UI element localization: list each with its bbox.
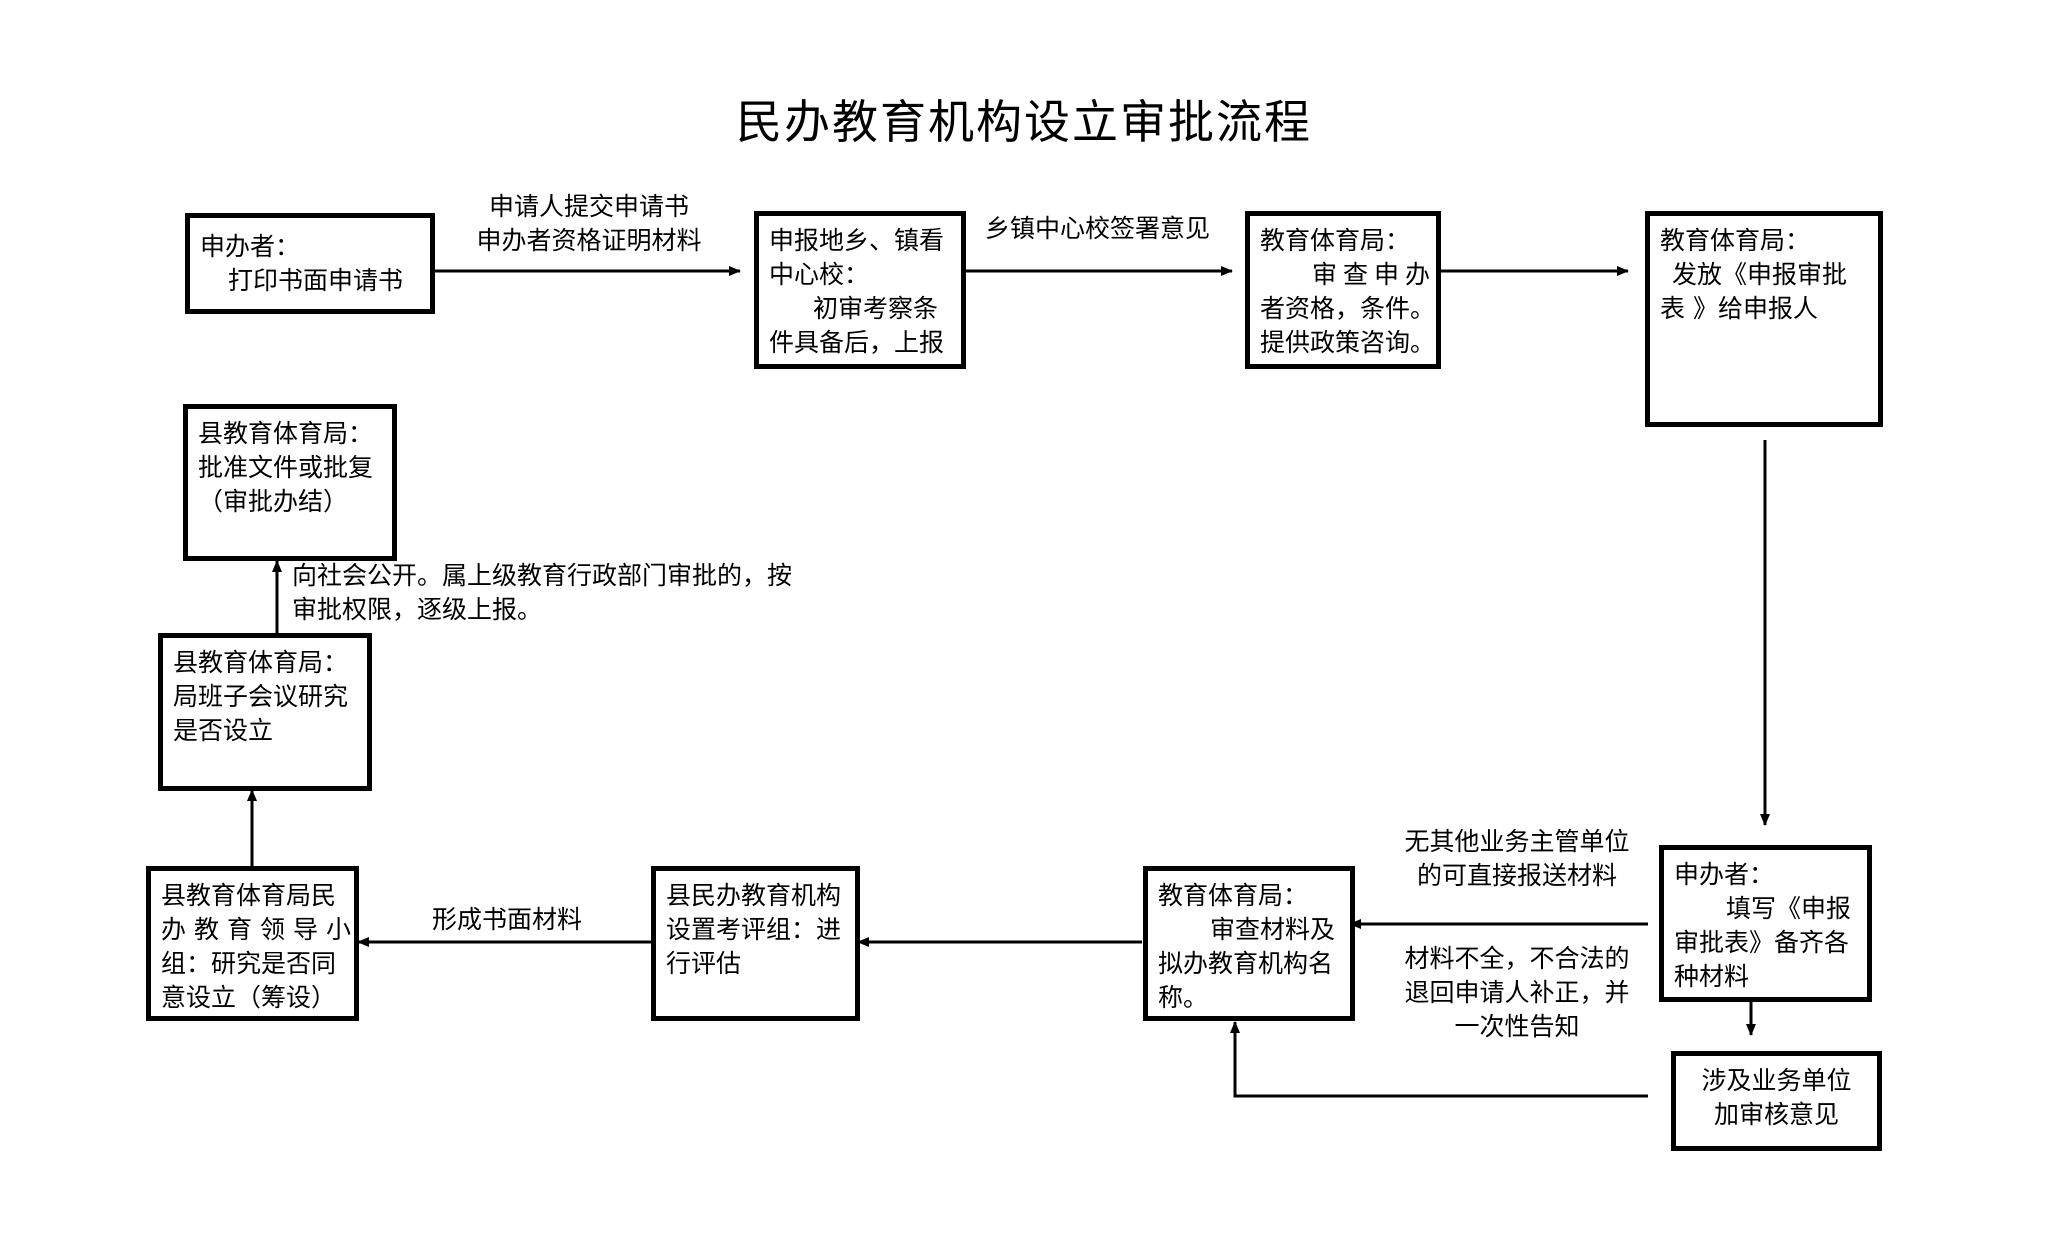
label-line: 一次性告知 [1454,1012,1580,1041]
box-line: 者资格，条件。 [1260,294,1436,323]
box-line: 县教育体育局： [173,648,349,677]
box-line: 发放《申报审批 [1672,260,1848,289]
label-township-sign: 乡镇中心校签署意见 [985,212,1210,246]
box-line: 审查申办 [1312,260,1437,289]
label-line: 申请人提交申请书 [488,192,689,221]
box-line: 批准文件或批复 [198,453,374,482]
box-line: 审批表》备齐各 [1674,928,1850,957]
label-line: 向社会公开。属上级教育行政部门审批的，按 [292,561,793,590]
label-line: 材料不全，不合法的 [1404,944,1630,973]
box-line: 设置考评组：进 [666,915,842,944]
box-line: 填写《申报 [1726,894,1852,923]
box-county-eval-group: 县民办教育机构 设置考评组：进 行评估 [651,866,860,1021]
box-applicant-print: 申办者： 打印书面申请书 [185,213,435,314]
box-line: 涉及业务单位 [1701,1066,1852,1095]
diagram-title: 民办教育机构设立审批流程 [736,95,1312,149]
label-line: 审批权限，逐级上报。 [292,595,543,624]
box-line: 办教育领导小 [161,915,360,944]
box-line: 意设立（筹设） [161,983,337,1012]
label-line: 乡镇中心校签署意见 [985,214,1211,243]
box-county-bureau-approve: 县教育体育局： 批准文件或批复 （审批办结） [183,404,397,561]
box-applicant-fill: 申办者： 填写《申报 审批表》备齐各 种材料 [1659,845,1872,1002]
box-bureau-issue: 教育体育局： 发放《申报审批 表 》给申报人 [1645,211,1883,427]
box-line: （审批办结） [198,487,349,516]
box-line: 行评估 [666,949,742,978]
label-incomplete: 材料不全，不合法的 退回申请人补正，并 一次性告知 [1398,942,1636,1044]
box-county-leader-group: 县教育体育局民 办教育领导小 组：研究是否同 意设立（筹设） [146,866,359,1021]
box-line: 申报地乡、镇看 [769,226,945,255]
label-line: 申办者资格证明材料 [476,226,702,255]
box-line: 是否设立 [173,716,274,745]
box-line: 加审核意见 [1713,1100,1839,1129]
box-line: 申办者： [200,232,301,261]
label-line: 的可直接报送材料 [1416,861,1617,890]
box-line: 打印书面申请书 [228,266,404,295]
label-line: 形成书面材料 [432,905,583,934]
box-line: 组：研究是否同 [161,949,337,978]
label-written-material: 形成书面材料 [432,903,582,937]
box-line: 件具备后，上报 [769,328,945,357]
box-line: 种材料 [1674,962,1750,991]
box-line: 县民办教育机构 [666,881,842,910]
box-line: 教育体育局： [1260,226,1411,255]
box-line: 提供政策咨询。 [1260,328,1436,357]
box-line: 县教育体育局民 [161,881,337,910]
box-line: 初审考察条 [813,294,939,323]
box-county-bureau-meeting: 县教育体育局： 局班子会议研究 是否设立 [158,633,372,791]
box-township-school: 申报地乡、镇看 中心校： 初审考察条 件具备后，上报 [754,211,966,369]
box-line: 中心校： [769,260,870,289]
box-line: 教育体育局： [1158,881,1309,910]
box-line: 教育体育局： [1660,226,1811,255]
box-line: 拟办教育机构名 [1158,949,1334,978]
label-submit: 申请人提交申请书 申办者资格证明材料 [462,190,716,258]
box-line: 申办者： [1674,860,1775,889]
box-line: 局班子会议研究 [173,682,349,711]
label-direct-submit: 无其他业务主管单位 的可直接报送材料 [1398,825,1636,893]
label-line: 无其他业务主管单位 [1404,827,1630,856]
box-line: 县教育体育局： [198,419,374,448]
box-bureau-materials: 教育体育局： 审查材料及 拟办教育机构名 称。 [1143,866,1355,1021]
label-publicize: 向社会公开。属上级教育行政部门审批的，按 审批权限，逐级上报。 [292,559,792,627]
label-line: 退回申请人补正，并 [1404,978,1630,1007]
box-related-units: 涉及业务单位 加审核意见 [1671,1051,1882,1151]
arrow-units-to-materials [1230,1021,1648,1098]
box-line: 表 》给申报人 [1660,294,1818,323]
box-line: 称。 [1158,983,1209,1012]
box-line: 审查材料及 [1210,915,1336,944]
box-bureau-review: 教育体育局： 审查申办 者资格，条件。 提供政策咨询。 [1245,211,1441,369]
